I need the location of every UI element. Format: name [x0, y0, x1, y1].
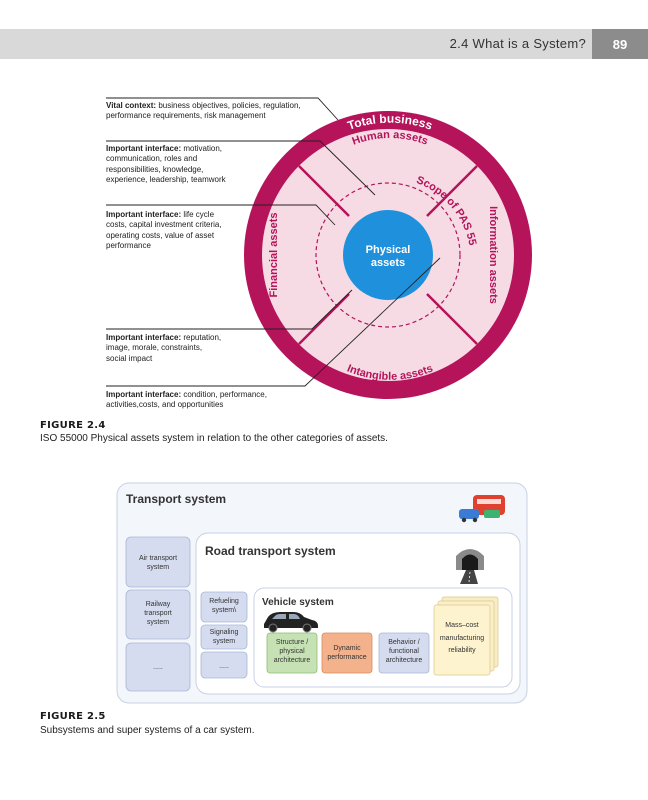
running-header-bar	[0, 29, 648, 59]
scope-boundary	[315, 182, 461, 328]
air-transport-box	[125, 536, 191, 588]
air-transport-line1: Air transport	[139, 555, 177, 562]
figure-2-4-caption: ISO 55000 Physical assets system in rela…	[40, 433, 388, 444]
figure-2-5-label: FIGURE 2.5	[40, 711, 106, 722]
behavior-line3: architecture	[386, 657, 423, 664]
bus-car-icon	[459, 495, 505, 523]
air-transport-line2: system	[147, 564, 169, 571]
transport-system-diagram: Transport system Air transport system Ra…	[116, 482, 528, 704]
refueling-line2: system\	[212, 607, 236, 614]
ring-label-financial-assets: Financial assets	[268, 213, 280, 298]
vehicle-system-title: Vehicle system	[262, 597, 334, 608]
other-transport-box	[125, 642, 191, 692]
transport-system-title: Transport system	[126, 492, 226, 506]
behavior-line1: Behavior /	[388, 639, 420, 646]
dynamic-line1: Dynamic	[333, 645, 361, 652]
other-road-subsystem-box	[200, 651, 248, 679]
leader-lines	[106, 97, 441, 387]
other-road-ellipsis: .....	[219, 663, 229, 670]
structure-line3: architecture	[274, 657, 311, 664]
car-icon	[264, 612, 318, 633]
annotation-information-interface: Important interface: condition, performa…	[106, 390, 267, 410]
structure-line2: physical	[279, 648, 305, 655]
behavior-architecture-box	[378, 632, 430, 674]
stacked-notes	[433, 596, 499, 676]
refueling-system-box	[200, 591, 248, 623]
sector-dividers	[298, 165, 478, 345]
note-reliability: reliability	[448, 647, 476, 654]
signaling-system-box	[200, 624, 248, 650]
page-number: 89	[592, 29, 648, 59]
note-mass-cost: Mass–cost	[445, 622, 479, 629]
railway-transport-box	[125, 589, 191, 640]
center-label-line1: Physical	[366, 244, 411, 256]
road-transport-title: Road transport system	[205, 544, 336, 558]
physical-assets-core	[343, 210, 433, 300]
railway-line2: transport	[144, 610, 172, 617]
structure-line1: Structure /	[276, 639, 308, 646]
signaling-line1: Signaling	[210, 629, 239, 636]
figure-2-5-caption: Subsystems and super systems of a car sy…	[40, 725, 255, 736]
refueling-line1: Refueling	[209, 598, 239, 605]
dynamic-performance-box	[321, 632, 373, 674]
note-manufacturing: manufacturing	[440, 635, 484, 642]
signaling-line2: system	[213, 638, 235, 645]
center-label-line2: assets	[371, 257, 405, 269]
behavior-line2: functional	[389, 648, 419, 655]
ring-label-total-business: Total business	[346, 112, 435, 133]
dynamic-line2: performance	[327, 654, 366, 661]
running-header-title: 2.4 What is a System?	[449, 36, 586, 51]
railway-line1: Railway	[146, 601, 171, 608]
annotation-vital-context: Vital context: business objectives, poli…	[106, 101, 301, 121]
annotation-intangible-interface: Important interface: reputation,image, m…	[106, 333, 222, 363]
annotation-human-interface: Important interface: motivation,communic…	[106, 144, 226, 184]
railway-line3: system	[147, 619, 169, 626]
asset-categories-diagram: Physical assets Total business Human ass…	[106, 97, 532, 399]
tunnel-road-icon	[456, 549, 484, 584]
structure-architecture-box	[266, 632, 318, 674]
figure-2-4-label: FIGURE 2.4	[40, 420, 106, 431]
other-transport-ellipsis: .....	[153, 664, 163, 671]
ring-label-information-assets: Information assets	[487, 206, 499, 304]
